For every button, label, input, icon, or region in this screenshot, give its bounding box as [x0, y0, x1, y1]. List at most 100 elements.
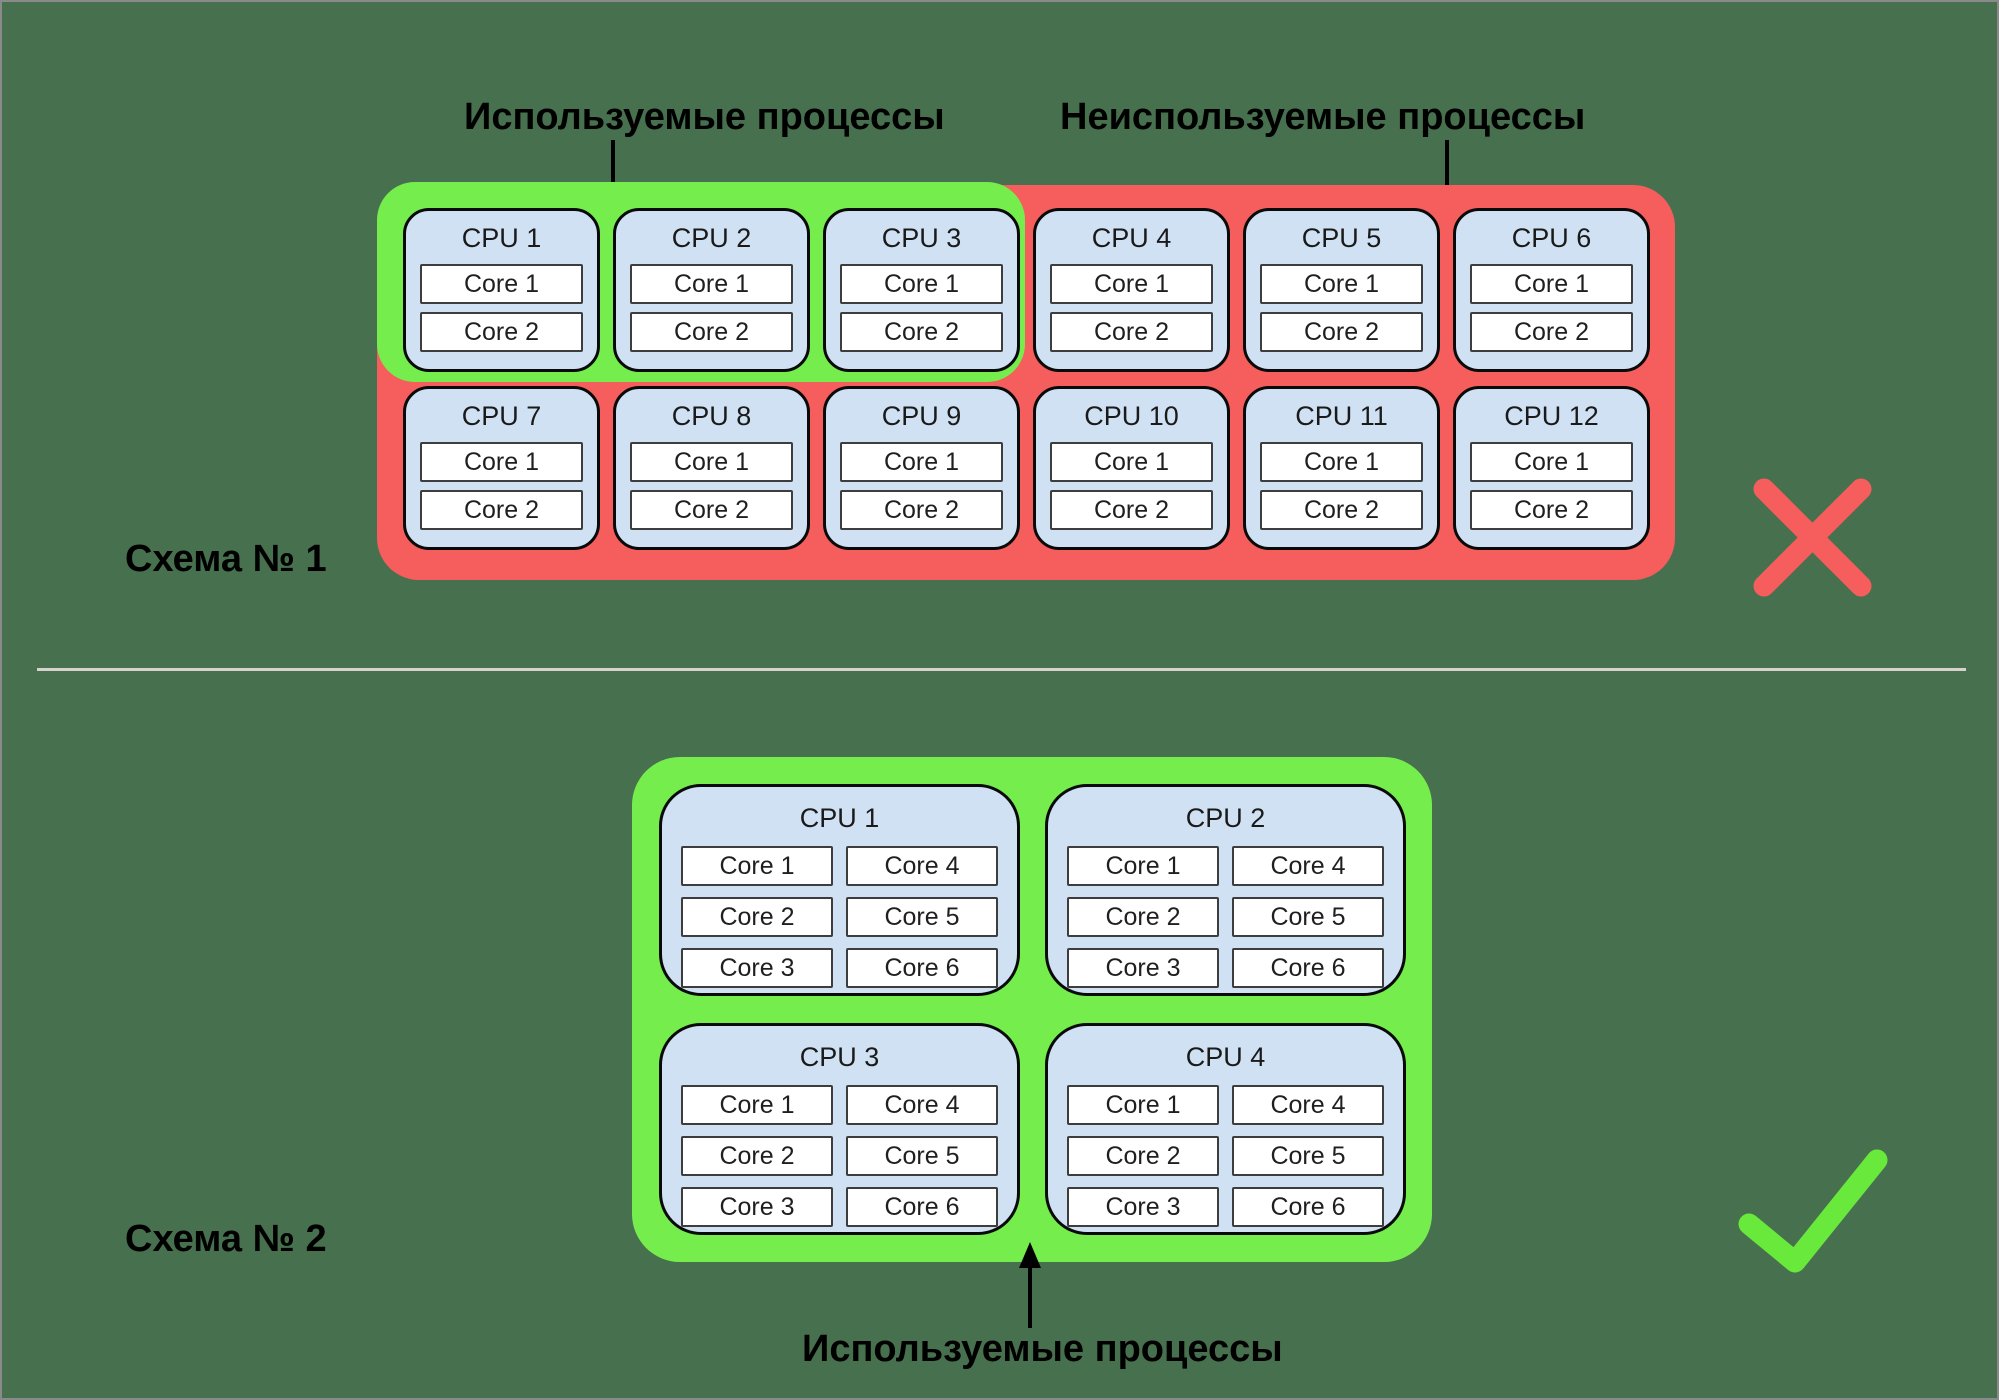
- core-box: Core 1: [840, 264, 1003, 304]
- core-box: Core 1: [1470, 264, 1633, 304]
- cpu-name: CPU 1: [461, 223, 542, 253]
- core-box: Core 1: [840, 442, 1003, 482]
- core-box: Core 4: [846, 846, 998, 886]
- x-mark-icon: [1753, 478, 1872, 597]
- cpu-card: CPU 3 Core 1 Core 2: [823, 208, 1020, 372]
- cpu-name: CPU 2: [1185, 803, 1266, 833]
- core-box: Core 2: [840, 312, 1003, 352]
- cpu-card: CPU 6 Core 1 Core 2: [1453, 208, 1650, 372]
- core-box: Core 3: [681, 948, 833, 988]
- core-box: Core 2: [840, 490, 1003, 530]
- core-list: Core 1 Core 4 Core 2 Core 5 Core 3 Core 6: [681, 846, 998, 988]
- section-divider: [37, 668, 1966, 671]
- cpu-name: CPU 2: [671, 223, 752, 253]
- core-box: Core 6: [846, 948, 998, 988]
- core-box: Core 6: [1232, 948, 1384, 988]
- core-box: Core 2: [681, 1136, 833, 1176]
- core-box: Core 3: [681, 1187, 833, 1227]
- cpu-name: CPU 3: [799, 1042, 880, 1072]
- core-list: Core 1 Core 2: [1050, 442, 1213, 530]
- core-box: Core 1: [420, 264, 583, 304]
- core-box: Core 2: [681, 897, 833, 937]
- arrow-up-icon: [1019, 1242, 1041, 1328]
- cpu-name: CPU 9: [881, 401, 962, 431]
- cpu-card: CPU 5 Core 1 Core 2: [1243, 208, 1440, 372]
- core-box: Core 5: [1232, 1136, 1384, 1176]
- cpu-name: CPU 10: [1084, 401, 1179, 431]
- core-list: Core 1 Core 2: [420, 264, 583, 352]
- core-box: Core 1: [1050, 442, 1213, 482]
- check-mark-icon: [1738, 1149, 1888, 1273]
- core-list: Core 1 Core 2: [630, 442, 793, 530]
- core-box: Core 2: [1067, 1136, 1219, 1176]
- core-box: Core 1: [1470, 442, 1633, 482]
- core-box: Core 2: [1050, 490, 1213, 530]
- cpu-name: CPU 5: [1301, 223, 1382, 253]
- core-list: Core 1 Core 2: [840, 264, 1003, 352]
- cpu-card: CPU 2 Core 1 Core 2: [613, 208, 810, 372]
- core-list: Core 1 Core 2: [420, 442, 583, 530]
- core-box: Core 4: [1232, 846, 1384, 886]
- core-box: Core 5: [846, 897, 998, 937]
- annotation-used-processes-scheme2: Используемые процессы: [802, 1328, 1283, 1370]
- cpu-card: CPU 8 Core 1 Core 2: [613, 386, 810, 550]
- core-list: Core 1 Core 2: [1470, 264, 1633, 352]
- cpu-name: CPU 8: [671, 401, 752, 431]
- annotation-unused-processes-scheme1: Неиспользуемые процессы: [1060, 96, 1586, 138]
- core-box: Core 6: [846, 1187, 998, 1227]
- cpu-name: CPU 3: [881, 223, 962, 253]
- core-box: Core 2: [630, 312, 793, 352]
- cpu-name: CPU 11: [1295, 401, 1388, 431]
- core-box: Core 2: [1050, 312, 1213, 352]
- core-list: Core 1 Core 2: [840, 442, 1003, 530]
- core-box: Core 2: [1470, 312, 1633, 352]
- scheme2-title: Схема № 2: [125, 1218, 327, 1260]
- cpu-name: CPU 4: [1091, 223, 1172, 253]
- core-box: Core 3: [1067, 948, 1219, 988]
- annotation-used-processes-scheme1: Используемые процессы: [464, 96, 945, 138]
- cpu-name: CPU 6: [1511, 223, 1592, 253]
- core-box: Core 1: [420, 442, 583, 482]
- core-box: Core 2: [1260, 312, 1423, 352]
- core-box: Core 4: [1232, 1085, 1384, 1125]
- core-box: Core 2: [1260, 490, 1423, 530]
- core-box: Core 2: [420, 312, 583, 352]
- cpu-name: CPU 1: [799, 803, 880, 833]
- core-box: Core 1: [681, 1085, 833, 1125]
- core-list: Core 1 Core 2: [1470, 442, 1633, 530]
- core-box: Core 1: [630, 264, 793, 304]
- core-box: Core 5: [1232, 897, 1384, 937]
- core-box: Core 1: [1067, 1085, 1219, 1125]
- cpu-name: CPU 7: [461, 401, 542, 431]
- core-list: Core 1 Core 2: [630, 264, 793, 352]
- core-box: Core 2: [1067, 897, 1219, 937]
- core-box: Core 1: [1260, 264, 1423, 304]
- cpu-card: CPU 1 Core 1 Core 2: [403, 208, 600, 372]
- core-list: Core 1 Core 2: [1260, 264, 1423, 352]
- core-box: Core 1: [630, 442, 793, 482]
- core-box: Core 2: [630, 490, 793, 530]
- cpu-card: CPU 10 Core 1 Core 2: [1033, 386, 1230, 550]
- core-box: Core 2: [1470, 490, 1633, 530]
- cpu-card: CPU 9 Core 1 Core 2: [823, 386, 1020, 550]
- cpu-card: CPU 7 Core 1 Core 2: [403, 386, 600, 550]
- core-box: Core 1: [681, 846, 833, 886]
- core-box: Core 4: [846, 1085, 998, 1125]
- core-box: Core 2: [420, 490, 583, 530]
- core-box: Core 6: [1232, 1187, 1384, 1227]
